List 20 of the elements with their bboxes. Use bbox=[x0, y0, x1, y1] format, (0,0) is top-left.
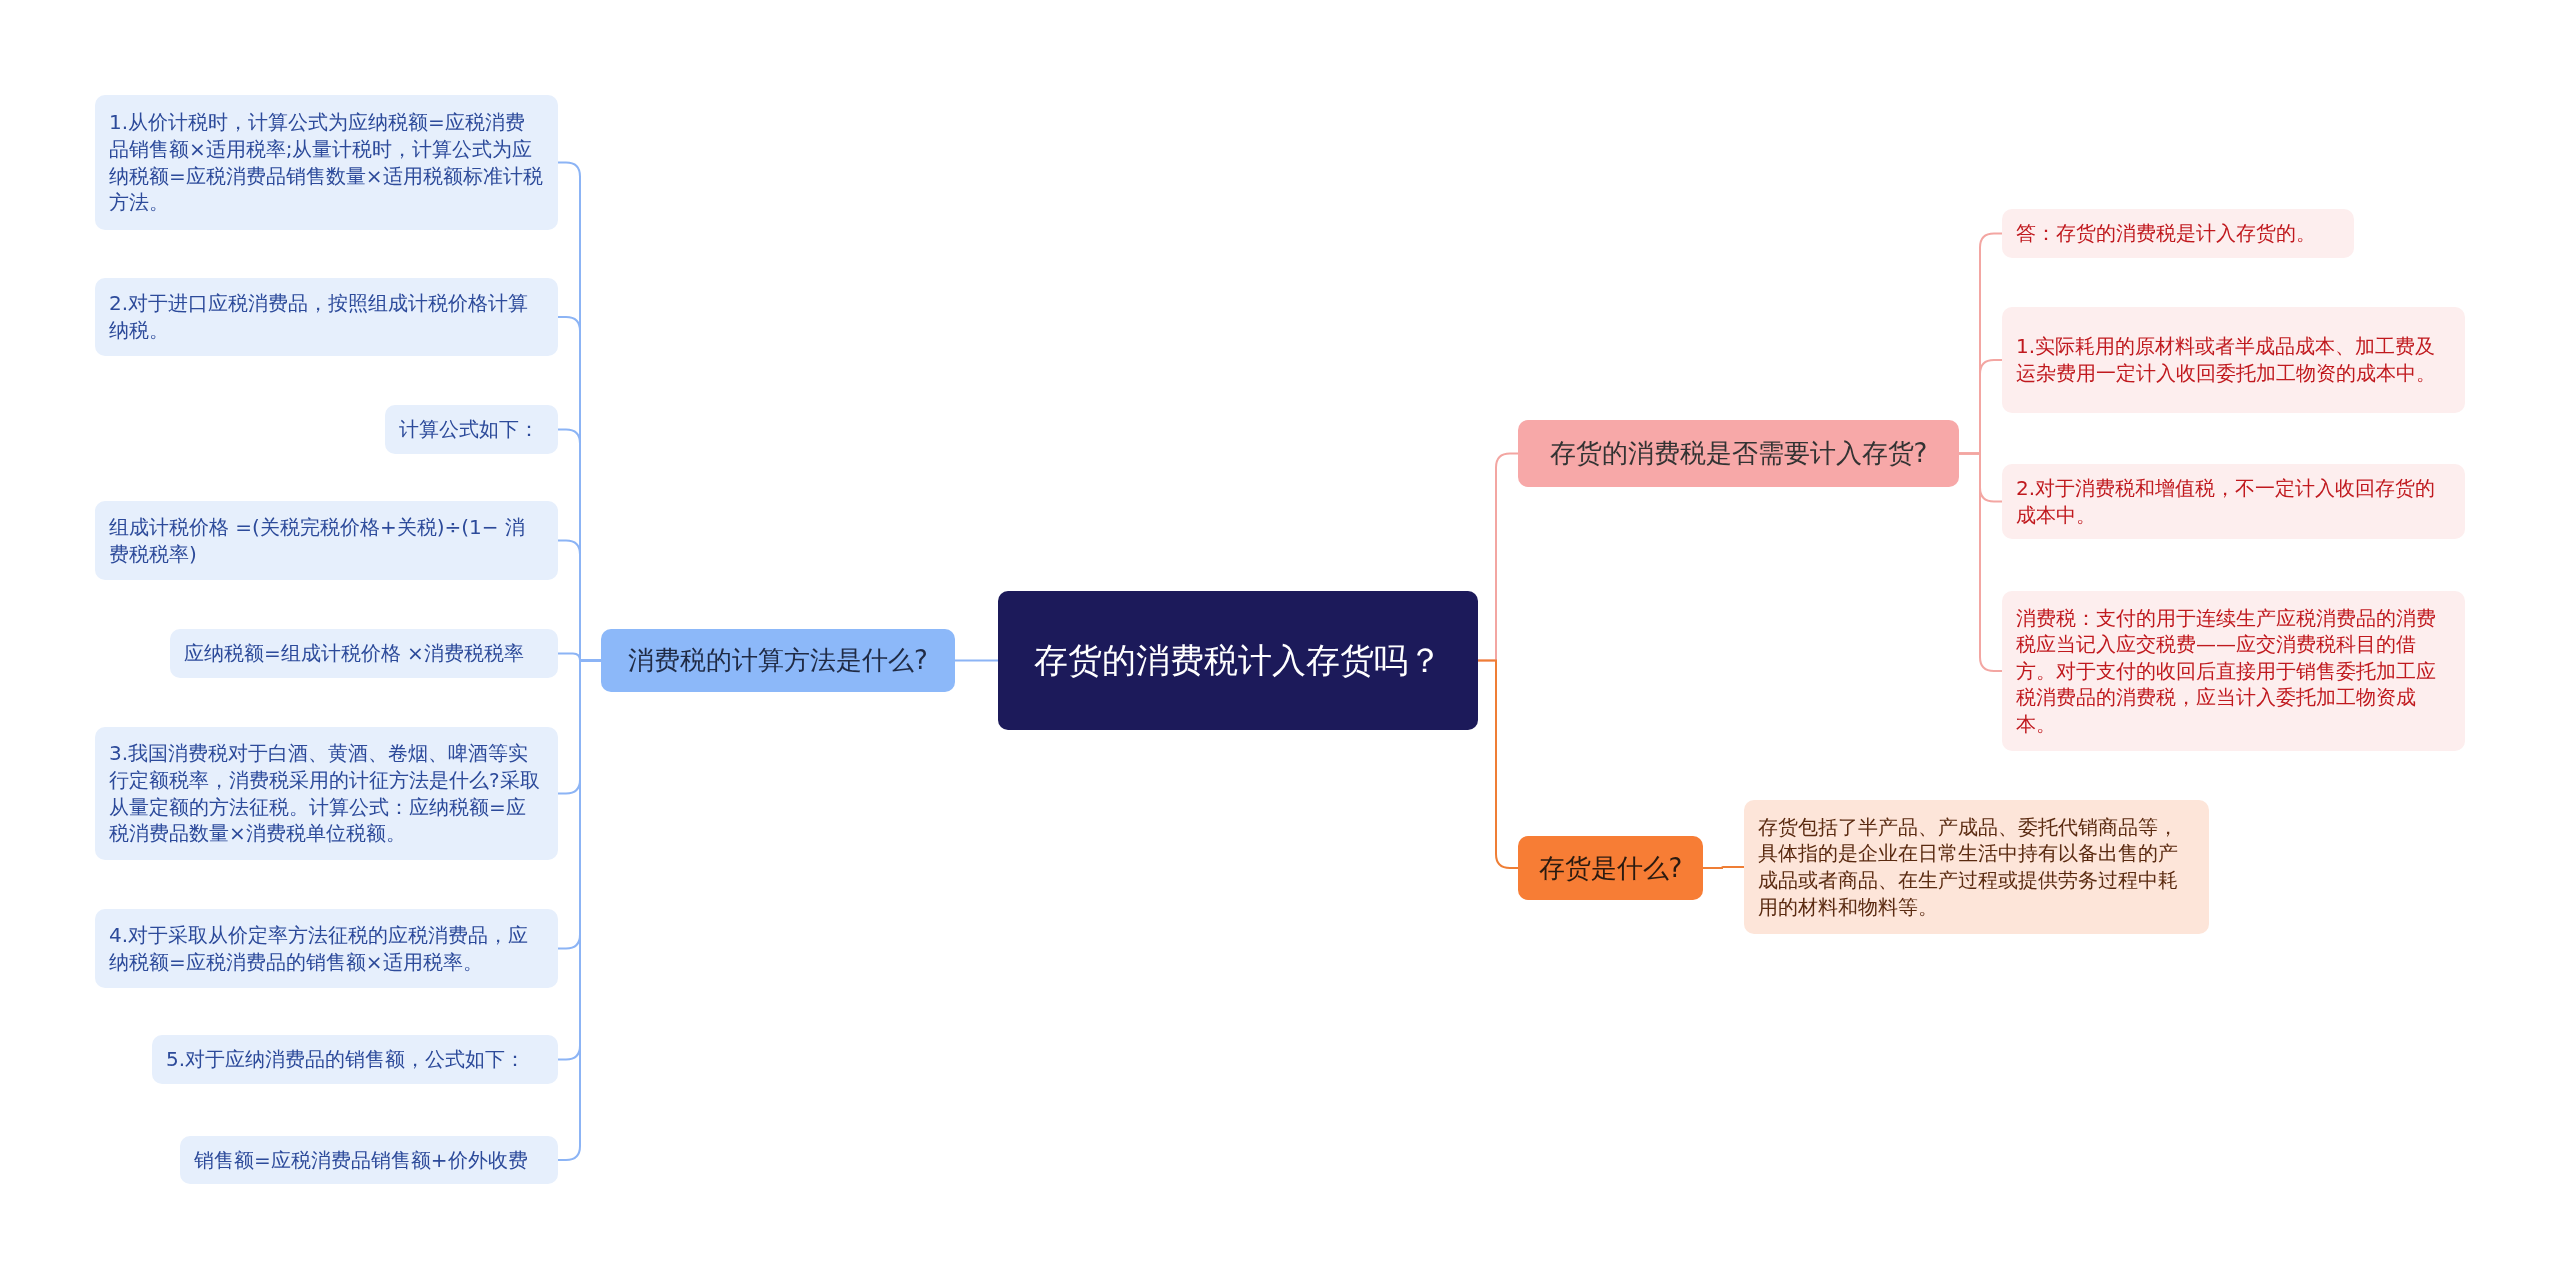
note-box: 消费税：支付的用于连续生产应税消费品的消费税应当记入应交税费——应交消费税科目的借方。对于支付的收回后直接用于销售委托加工应税消费品的消费税，应当计入委托加工物资成本。 bbox=[2002, 591, 2465, 751]
note-box: 计算公式如下： bbox=[385, 405, 558, 454]
note-box: 应纳税额=组成计税价格 ×消费税税率 bbox=[170, 629, 558, 678]
note-box: 2.对于进口应税消费品，按照组成计税价格计算纳税。 bbox=[95, 278, 558, 356]
note-box: 4.对于采取从价定率方法征税的应税消费品，应纳税额=应税消费品的销售额×适用税率。 bbox=[95, 909, 558, 988]
branch-topic-box: 存货是什么? bbox=[1518, 836, 1703, 900]
note-box: 答：存货的消费税是计入存货的。 bbox=[2002, 209, 2354, 258]
connector-line bbox=[954, 659, 999, 662]
note-box: 1.从价计税时，计算公式为应纳税额=应税消费品销售额×适用税率;从量计税时，计算公式为应纳税额=应税消费品销售数量×适用税额标准计税方法。 bbox=[95, 95, 558, 230]
note-box: 1.实际耗用的原材料或者半成品成本、加工费及运杂费用一定计入收回委托加工物资的成本中。 bbox=[2002, 307, 2465, 413]
branch-topic-box: 消费税的计算方法是什么? bbox=[601, 629, 955, 692]
note-box: 3.我国消费税对于白酒、黄酒、卷烟、啤酒等实行定额税率，消费税采用的计征方法是什么?采取从量定额的方法征税。计算公式：应纳税额=应税消费品数量×消费税单位税额。 bbox=[95, 727, 558, 860]
note-box: 5.对于应纳消费品的销售额，公式如下： bbox=[152, 1035, 558, 1084]
connector-line bbox=[1702, 866, 1745, 869]
note-box: 2.对于消费税和增值税，不一定计入收回存货的成本中。 bbox=[2002, 464, 2465, 539]
note-box: 销售额=应税消费品销售额+价外收费 bbox=[180, 1136, 558, 1184]
central-topic-box: 存货的消费税计入存货吗？ bbox=[998, 591, 1478, 730]
note-box: 存货包括了半产品、产成品、委托代销商品等，具体指的是企业在日常生活中持有以备出售的产成品或者商品、在生产过程或提供劳务过程中耗用的材料和物料等。 bbox=[1744, 800, 2209, 934]
branch-topic-box: 存货的消费税是否需要计入存货? bbox=[1518, 420, 1959, 487]
note-box: 组成计税价格 =(关税完税价格+关税)÷(1− 消费税税率) bbox=[95, 501, 558, 580]
